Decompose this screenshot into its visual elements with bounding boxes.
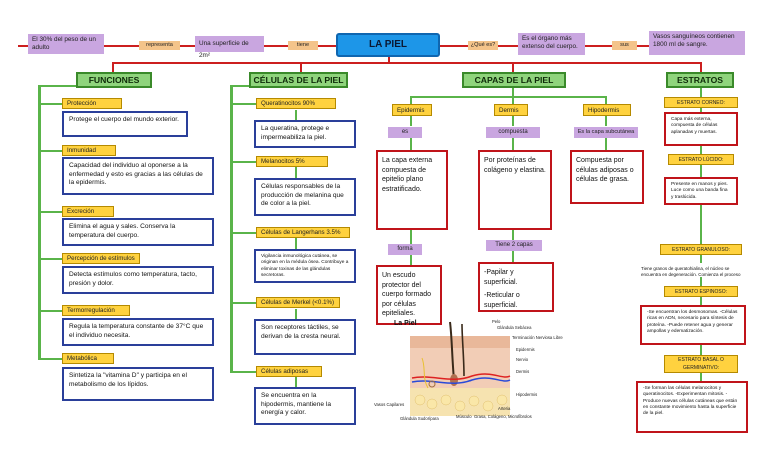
estrato-text-lucido: Presente en manos y pies. Luce como una … — [664, 177, 738, 205]
funcion-text-termorregulacion: Regula la temperatura constante de 37°C … — [62, 318, 214, 346]
celula-text-langerhans: Vigilancia inmunológica cutánea, se orig… — [254, 249, 356, 283]
label-glandula-sudoripara: Glándula Sudorípara — [400, 416, 439, 421]
epidermis-connector-forma: forma — [388, 244, 422, 255]
estrato-label-granuloso: ESTRATO GRANULOSO: — [660, 244, 742, 255]
dermis-layer-papilar: -Papilar y superficial. — [484, 269, 518, 286]
epidermis-connector-es: es — [388, 127, 422, 138]
hipodermis-connector: Es la capa subcutánea — [574, 127, 638, 138]
estrato-label-espinoso: ESTRATO ESPINOSO: — [664, 286, 738, 297]
dermis-text: Por proteínas de colágeno y elastina. — [478, 150, 552, 230]
tiene-link: tiene — [288, 41, 318, 50]
celula-text-queratinocitos: La queratina, protege e impermeabiliza l… — [254, 120, 356, 148]
label-musculo: Músculo — [456, 414, 472, 419]
funcion-text-metabolica: Sintetiza la "vitamina D" y participa en… — [62, 367, 214, 401]
estrato-label-basal: ESTRATO BASAL O GERMINATIVO: — [664, 355, 738, 373]
funciones-heading: FUNCIONES — [76, 72, 152, 88]
celula-label-melanocitos: Melanocitos 5% — [256, 156, 328, 167]
label-arteria: Arteria — [498, 406, 511, 411]
celula-label-adiposas: Células adiposas — [256, 366, 322, 377]
estratos-heading: ESTRATOS — [666, 72, 734, 88]
dermis-connector-capas: Tiene 2 capas — [486, 240, 542, 251]
hipodermis-text: Compuesta por células adiposas o células… — [570, 150, 644, 204]
que-es-link: ¿Qué es? — [468, 41, 498, 50]
adult-weight-box: El 30% del peso de un adulto — [28, 34, 104, 54]
celula-text-merkel: Son receptores táctiles, se derivan de l… — [254, 319, 356, 355]
dermis-connector-compuesta: compuesta — [486, 127, 540, 138]
sus-link: sus — [612, 41, 637, 50]
label-hipodermis: Hipodermis — [516, 392, 538, 397]
funcion-text-proteccion: Protege el cuerpo del mundo exterior. — [62, 111, 188, 137]
capas-heading: CAPAS DE LA PIEL — [462, 72, 566, 88]
label-epidermis: Epidermis — [516, 347, 535, 352]
celula-label-queratinocitos: Queratinocitos 90% — [256, 98, 336, 109]
label-nervio: Nervio — [516, 357, 529, 362]
funcion-text-percepcion: Detecta estímulos como temperatura, tact… — [62, 266, 214, 294]
funcion-label-proteccion: Protección — [62, 98, 122, 109]
dermis-layer-reticular: -Reticular o superficial. — [484, 292, 520, 309]
label-terminacion-nerviosa: Terminación Nerviosa Libre — [512, 335, 563, 340]
funcion-text-inmunidad: Capacidad del individuo al oponerse a la… — [62, 157, 214, 195]
capa-label-epidermis: Epidermis — [392, 104, 432, 116]
funcion-label-termorregulacion: Termorregulación — [62, 305, 130, 316]
funcion-label-excrecion: Excreción — [62, 206, 114, 217]
representa-link: representa — [139, 41, 180, 50]
estrato-label-lucido: ESTRATO LÚCIDO: — [668, 154, 734, 165]
funcion-label-metabolica: Metabólica — [62, 353, 114, 364]
surface-box: Una superficie de 2m² — [195, 36, 264, 59]
capa-label-dermis: Dermis — [494, 104, 528, 116]
label-grasa: Grasa, Colágeno, Microfibrolos — [474, 414, 532, 419]
estrato-text-basal: -Se forman las células melanocitos y que… — [636, 381, 748, 433]
skin-figure-title: La Piel — [394, 320, 417, 327]
organ-box: Es el órgano más extenso del cuerpo. — [518, 33, 585, 55]
skin-cross-section-image — [410, 321, 511, 416]
vessels-box: Vasos sanguíneos contienen 1800 ml de sa… — [649, 31, 745, 55]
celula-label-merkel: Células de Merkel (<0.1%) — [256, 297, 340, 308]
funcion-label-percepcion: Percepción de estímulos — [62, 253, 140, 264]
epidermis-text: La capa externa compuesta de epitelio pl… — [376, 150, 448, 230]
label-glandula-sebacea: Glándula Sebácea — [497, 325, 532, 330]
estrato-text-espinoso: -Se encuentran los desmosomas. -Células … — [640, 305, 746, 345]
celulas-heading: CÉLULAS DE LA PIEL — [249, 72, 348, 88]
funcion-label-inmunidad: Inmunidad — [62, 145, 116, 156]
celula-text-adiposas: Se encuentra en la hipodermis, mantiene … — [254, 387, 356, 425]
skin-diagram: La Piel Pelo Glándula Sebácea Terminació… — [374, 318, 563, 428]
estrato-text-corneo: Capa más externa, compuesta de células a… — [664, 112, 738, 146]
label-vasos-capilares: Vasos Capilares — [374, 402, 405, 407]
epidermis-text2: Un escudo protector del cuerpo formado p… — [376, 265, 442, 325]
label-pelo: Pelo — [492, 319, 501, 324]
estrato-text-granuloso: Tiene granos de queratohialina, el núcle… — [636, 263, 750, 277]
dermis-text2: -Papilar y superficial. -Reticular o sup… — [478, 262, 554, 312]
label-dermis: Dermis — [516, 369, 530, 374]
funcion-text-excrecion: Elimina el agua y sales. Conserva la tem… — [62, 218, 214, 246]
capa-label-hipodermis: Hipodermis — [583, 104, 631, 116]
estrato-label-corneo: ESTRATO CORNEO: — [664, 97, 738, 108]
celula-label-langerhans: Células de Langerhans 3.5% — [256, 227, 350, 238]
celula-text-melanocitos: Células responsables de la producción de… — [254, 178, 356, 216]
page-title: LA PIEL — [336, 33, 440, 57]
